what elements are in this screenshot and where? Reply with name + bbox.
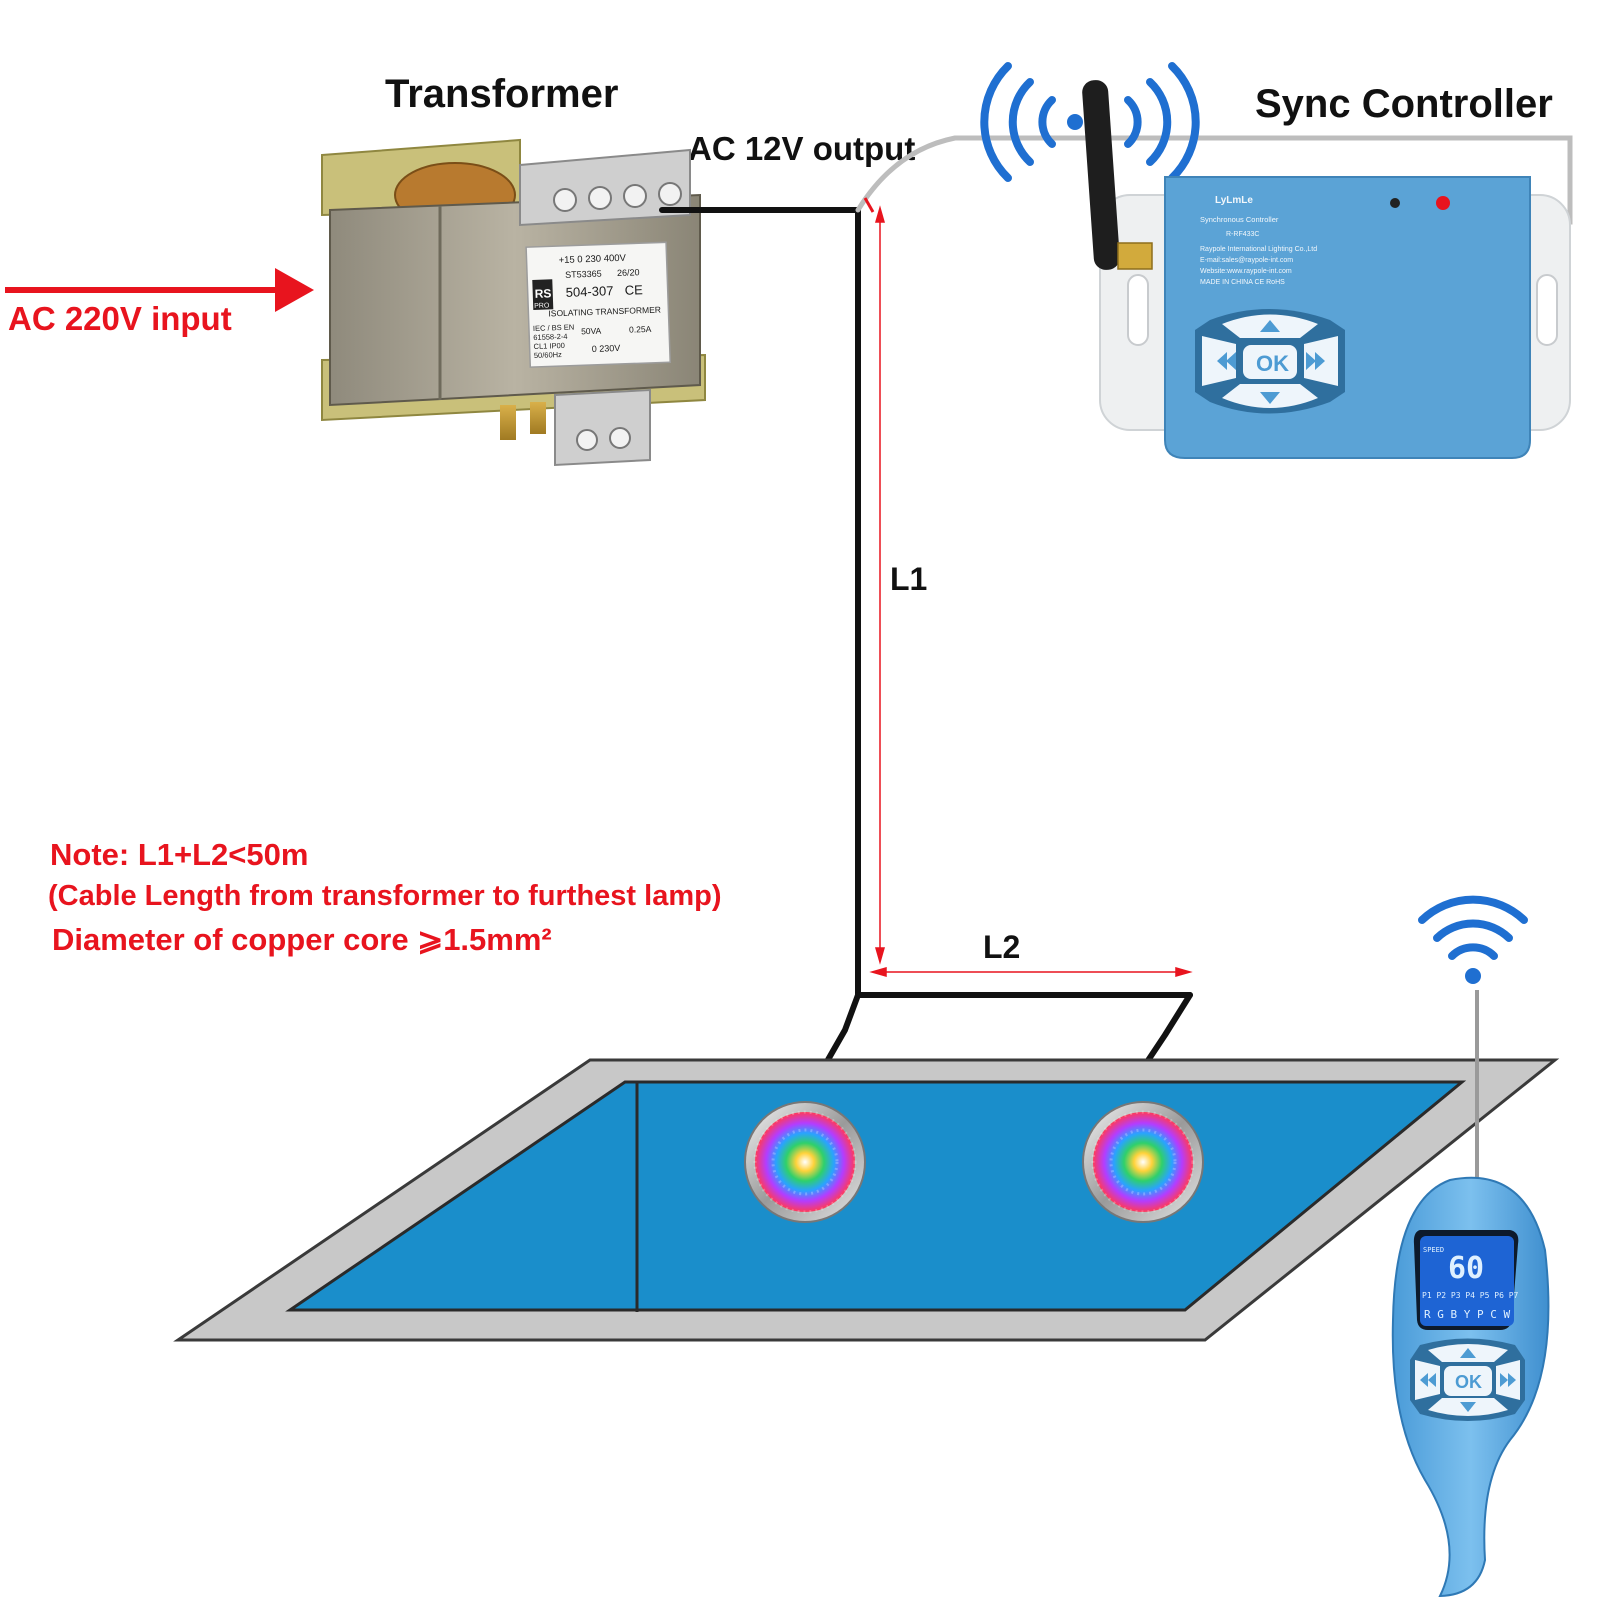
input-arrow — [5, 268, 314, 312]
sync-controller: LyLmLe Synchronous Controller R-RF433C R… — [1082, 80, 1571, 459]
controller-forward-icon — [1306, 352, 1325, 370]
controller-brand: LyLmLe — [1215, 195, 1253, 206]
remote-lcd-program-row: P1 P2 P3 P4 P5 P6 P7 — [1422, 1291, 1519, 1300]
remote-up-arrow-icon — [1460, 1348, 1476, 1358]
nameplate-brand: RS — [535, 286, 552, 301]
nameplate-std1: IEC / BS EN — [533, 323, 575, 333]
remote-lcd-speed: SPEED — [1423, 1246, 1444, 1254]
controller-antenna — [1082, 80, 1153, 270]
l2-label: L2 — [983, 929, 1020, 965]
controller-model: R-RF433C — [1226, 231, 1259, 238]
controller-ok-button[interactable] — [1243, 345, 1297, 379]
nameplate-std4: 50/60Hz — [534, 350, 562, 360]
nameplate-date: 26/20 — [617, 267, 640, 278]
remote-control: SPEED 60 P1 P2 P3 P4 P5 P6 P7 R G B Y P … — [1391, 990, 1550, 1598]
nameplate-brand-sub: PRO — [534, 302, 550, 310]
nameplate-std2: 61558-2-4 — [533, 332, 567, 342]
nameplate-type: ISOLATING TRANSFORMER — [548, 305, 661, 319]
controller-led-status — [1390, 198, 1400, 208]
remote-lcd-color-row: R G B Y P C W — [1424, 1308, 1510, 1321]
controller-down-arrow-icon — [1260, 392, 1280, 404]
transformer-terminal-block-lower — [554, 388, 651, 467]
transformer-nameplate: RS PRO +15 0 230 400V ST53365 26/20 504-… — [525, 241, 671, 368]
pool-lamp-2 — [1082, 1101, 1204, 1223]
remote-lcd: SPEED 60 P1 P2 P3 P4 P5 P6 P7 R G B Y P … — [1413, 1230, 1519, 1330]
transformer-title: Transformer — [385, 72, 618, 116]
cable-drop-lamp-1 — [822, 992, 861, 1068]
transformer-terminal-block-upper — [519, 148, 691, 227]
cable-drop-lamp-2 — [1142, 992, 1193, 1068]
controller-website: Website:www.raypole-int.com — [1200, 268, 1292, 275]
remote-keypad: OK — [1410, 1338, 1525, 1421]
note-line-3: Diameter of copper core ⩾1.5mm² — [52, 922, 552, 957]
cable-note: Note: L1+L2<50m (Cable Length from trans… — [48, 837, 722, 957]
nameplate-std3: CL1 IP00 — [533, 341, 565, 351]
l1-label: L1 — [890, 561, 927, 597]
nameplate-stock: ST53365 — [565, 269, 602, 280]
nameplate-va: 50VA — [581, 326, 602, 337]
controller-led-power — [1436, 196, 1450, 210]
controller-ok-label: OK — [1256, 351, 1289, 376]
dimension-l1 — [875, 205, 885, 965]
dimension-l2 — [869, 967, 1193, 977]
note-line-1: Note: L1+L2<50m — [50, 837, 308, 872]
remote-down-arrow-icon — [1460, 1402, 1476, 1412]
nameplate-input-taps: 0 230V — [592, 343, 621, 354]
remote-wifi-signal-icon — [1418, 895, 1528, 984]
controller-wifi-signal-icon — [980, 62, 1200, 182]
remote-forward-icon — [1500, 1373, 1516, 1387]
controller-signal-wire — [855, 135, 1573, 225]
nameplate-fuse: 0.25A — [629, 324, 652, 335]
controller-keypad: OK — [1195, 309, 1345, 414]
nameplate-ce: CE — [624, 282, 643, 298]
pool-lamp-1 — [744, 1101, 866, 1223]
remote-rewind-icon — [1420, 1373, 1436, 1387]
note-line-2: (Cable Length from transformer to furthe… — [48, 880, 722, 912]
ac-output-label: AC 12V output — [688, 130, 915, 167]
controller-product: Synchronous Controller — [1200, 215, 1279, 224]
controller-origin: MADE IN CHINA CE RoHS — [1200, 279, 1285, 286]
pool — [173, 1058, 1560, 1342]
sync-controller-title: Sync Controller — [1255, 82, 1553, 126]
controller-rewind-icon — [1217, 352, 1236, 370]
nameplate-taps: +15 0 230 400V — [558, 253, 626, 266]
transformer: RS PRO +15 0 230 400V ST53365 26/20 504-… — [321, 138, 706, 467]
remote-lcd-value: 60 — [1448, 1251, 1484, 1286]
nameplate-part: 504-307 — [565, 283, 613, 300]
remote-ok-label: OK — [1455, 1372, 1482, 1392]
controller-company: Raypole International Lighting Co.,Ltd — [1200, 246, 1317, 253]
remote-ok-button[interactable] — [1444, 1366, 1492, 1396]
ac-input-label: AC 220V input — [8, 300, 232, 337]
controller-up-arrow-icon — [1260, 320, 1280, 332]
controller-email: E-mail:sales@raypole-int.com — [1200, 257, 1293, 264]
wire-splice — [863, 197, 875, 213]
